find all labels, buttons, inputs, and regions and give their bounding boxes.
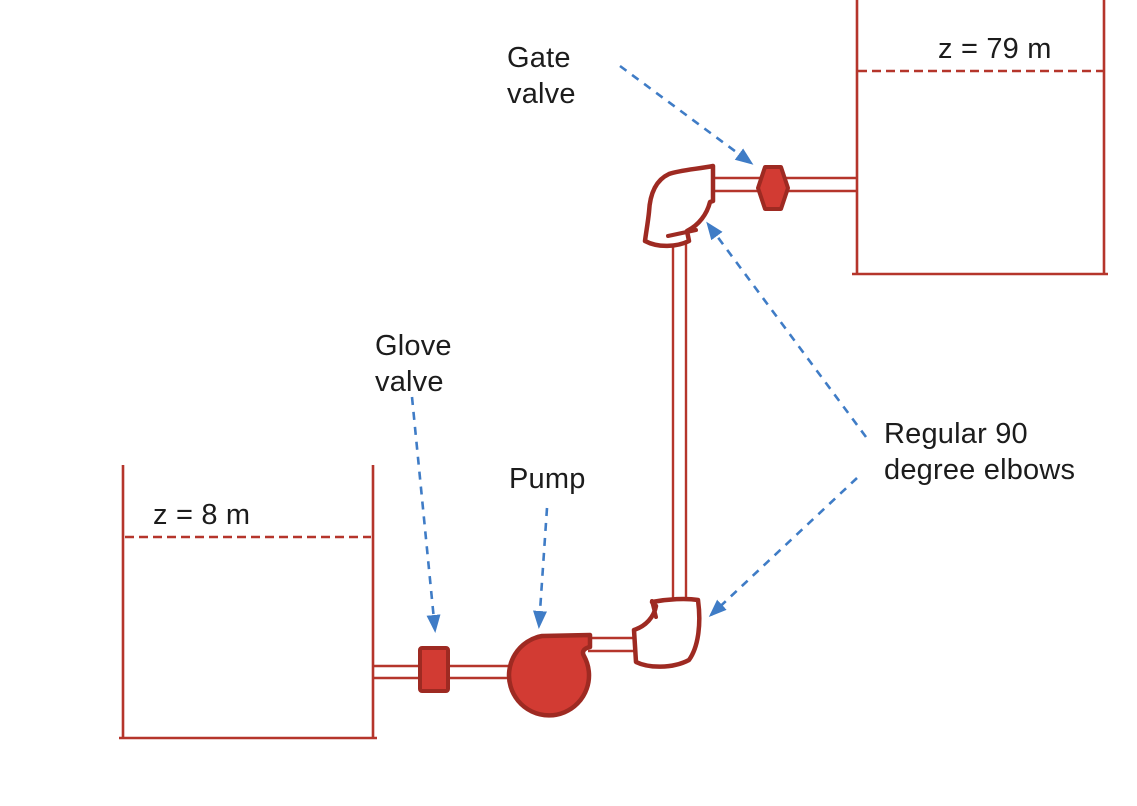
lower-tank bbox=[119, 465, 377, 740]
lower-tank-level-label: z = 8 m bbox=[153, 499, 251, 531]
pump-label: Pump bbox=[509, 463, 586, 495]
riser-pipe bbox=[671, 230, 688, 606]
lower-elbow bbox=[631, 596, 702, 669]
lower-elbow-flange-tick bbox=[650, 599, 658, 619]
elbows-label: Regular 90 degree elbows bbox=[884, 418, 1076, 486]
glove-valve-arrow bbox=[410, 396, 441, 633]
gate-valve-label: Gate valve bbox=[507, 42, 576, 110]
pump-symbol bbox=[506, 632, 593, 718]
upper-elbow-flange-tick bbox=[666, 228, 698, 238]
lower-elbow-body bbox=[631, 596, 702, 669]
upper-elbow-arrow bbox=[706, 221, 868, 438]
upper-elbow bbox=[642, 163, 716, 249]
lower-elbow-arrow bbox=[708, 477, 858, 618]
glove-valve-symbol bbox=[418, 646, 450, 693]
pump-arrow bbox=[533, 507, 549, 629]
glove-valve-label: Glove valve bbox=[375, 330, 452, 398]
lower-tank-walls bbox=[119, 465, 377, 740]
callout-arrows bbox=[410, 64, 868, 633]
upper-tank-walls bbox=[852, 0, 1108, 276]
upper-tank-level-label: z = 79 m bbox=[938, 33, 1052, 65]
gate-valve-arrow bbox=[619, 64, 754, 165]
pump-discharge-pipe bbox=[588, 636, 640, 653]
gate-valve-symbol bbox=[756, 165, 790, 211]
upper-tank bbox=[852, 0, 1108, 276]
pipe-network bbox=[373, 176, 857, 680]
upper-elbow-body bbox=[642, 163, 716, 249]
